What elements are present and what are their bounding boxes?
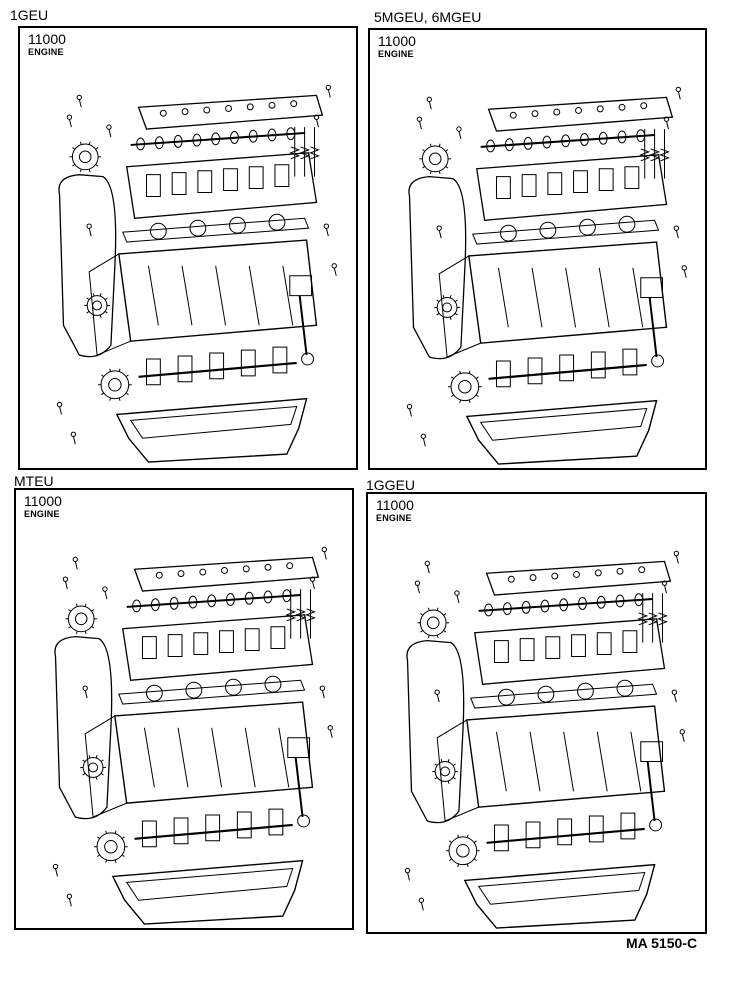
variant-title-1geu: 1GEU — [10, 7, 49, 23]
part-label: ENGINE — [28, 47, 64, 57]
part-label: ENGINE — [24, 509, 60, 519]
part-code: 11000 — [28, 31, 66, 47]
engine-exploded-diagram-icon — [20, 28, 356, 468]
part-label: ENGINE — [378, 49, 414, 59]
variant-title-1ggeu: 1GGEU — [366, 477, 416, 493]
variant-title-5mgeu-6mgeu: 5MGEU, 6MGEU — [374, 9, 482, 25]
engine-exploded-diagram-icon — [16, 490, 352, 928]
panel-5mgeu-6mgeu: 11000 ENGINE — [368, 28, 707, 470]
panel-mteu: 11000 ENGINE — [14, 488, 354, 930]
part-code: 11000 — [24, 493, 62, 509]
engine-exploded-diagram-icon — [370, 30, 705, 468]
figure-reference: MA 5150-C — [626, 935, 698, 951]
part-label: ENGINE — [376, 513, 412, 523]
panel-1geu: 11000 ENGINE — [18, 26, 358, 470]
panel-1ggeu: 11000 ENGINE — [366, 492, 707, 934]
variant-title-mteu: MTEU — [14, 473, 54, 489]
part-code: 11000 — [378, 33, 416, 49]
part-code: 11000 — [376, 497, 414, 513]
engine-exploded-diagram-icon — [368, 494, 705, 932]
